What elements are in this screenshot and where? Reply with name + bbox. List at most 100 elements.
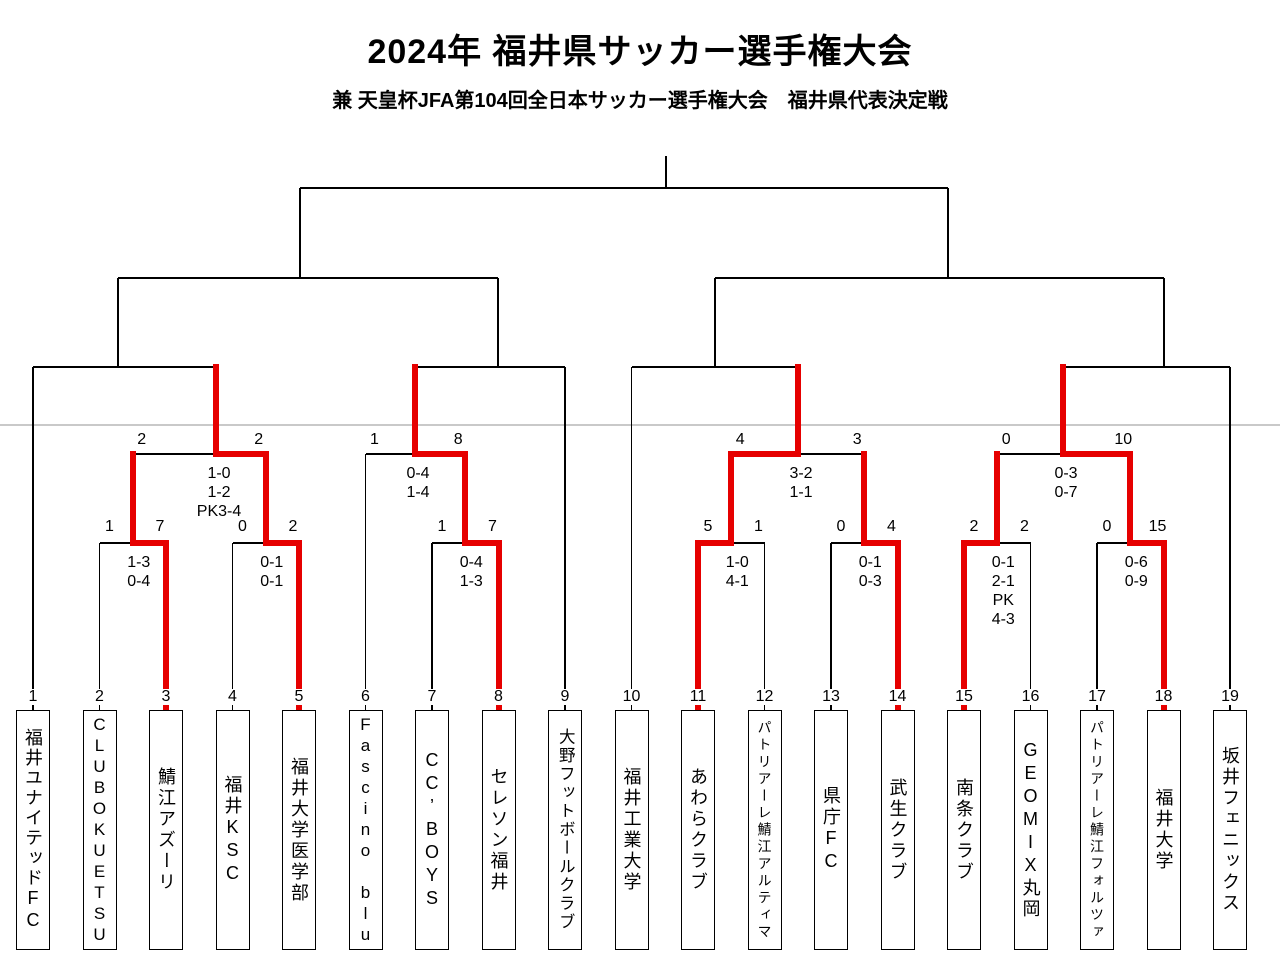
match-score-left: 1 [370, 431, 379, 448]
team-box: 福井大学医学部 [282, 710, 316, 950]
winner-path [1160, 540, 1167, 710]
match-score-right: 3 [852, 431, 862, 448]
team-name: あわらクラブ [688, 767, 708, 893]
team-number: 17 [1085, 689, 1109, 705]
team-name: 坂井フェニックス [1220, 746, 1240, 914]
winner-path [462, 540, 502, 546]
winner-path [213, 451, 269, 457]
team-box: 福井ユナイテッドFC [16, 710, 50, 950]
team-number: 1 [25, 689, 41, 705]
team-number: 14 [885, 689, 910, 705]
team-name: 福井KSC [222, 774, 243, 886]
match-score-right: 2 [254, 431, 264, 448]
winner-path [462, 451, 469, 543]
winner-path [412, 451, 469, 457]
team-name: 福井工業大学 [621, 767, 642, 893]
match-score-right: 15 [1148, 518, 1167, 535]
team-connector-line [1096, 543, 1098, 710]
winner-path [695, 540, 735, 546]
match-line [497, 278, 499, 367]
winner-path [1127, 540, 1167, 546]
match-line [715, 277, 1164, 279]
match-score-left: 2 [137, 431, 147, 448]
winner-path [163, 540, 169, 710]
team-name: CC’BOYS [422, 749, 442, 911]
match-score-right: 2 [288, 518, 298, 535]
team-box: セレソン福井 [481, 710, 516, 950]
team-number: 8 [491, 689, 506, 705]
match-results: 1-3 0-4 [127, 554, 151, 590]
winner-path [961, 540, 1001, 546]
winner-path [129, 451, 136, 543]
match-line [415, 366, 565, 368]
winner-path [728, 451, 801, 457]
team-name: 南条クラブ [954, 777, 974, 883]
match-line [33, 366, 216, 368]
winner-path [795, 364, 801, 454]
match-line [947, 188, 949, 278]
winner-path [213, 364, 219, 454]
team-connector-line [431, 543, 433, 710]
team-name: 鯖江アズーリ [156, 767, 176, 893]
team-box: 大野フットボールクラブ [548, 710, 582, 950]
team-box: CC’BOYS [415, 710, 449, 950]
winner-path [994, 451, 1001, 543]
team-number: 12 [752, 689, 777, 705]
team-number: 4 [225, 689, 240, 705]
match-score-left: 0 [1102, 518, 1112, 535]
team-box: 福井工業大学 [614, 710, 649, 950]
team-box: CLUBOKUETSU [82, 710, 117, 950]
winner-path [262, 451, 269, 543]
match-line [299, 188, 301, 278]
page-subtitle: 兼 天皇杯JFA第104回全日本サッカー選手権大会 福井県代表決定戦 [332, 90, 948, 112]
team-box: Fascino blu [348, 710, 383, 950]
match-score-right: 8 [453, 431, 463, 448]
team-connector-line [1229, 367, 1231, 710]
team-name: 福井大学医学部 [289, 756, 309, 904]
team-connector-line [32, 367, 34, 710]
team-number: 5 [291, 689, 307, 705]
team-connector-line [364, 454, 367, 710]
match-score-left: 0 [1001, 431, 1011, 448]
team-connector-line [564, 367, 566, 710]
match-line [132, 453, 266, 455]
team-number: 6 [358, 689, 373, 705]
match-score-right: 1 [754, 518, 763, 535]
match-score-right: 7 [488, 518, 497, 535]
team-name: CLUBOKUETSU [90, 714, 109, 946]
winner-path [1060, 364, 1066, 454]
match-results: 0-1 0-1 [260, 554, 284, 590]
team-name: Fascino blu [356, 714, 375, 946]
team-number: 2 [92, 689, 107, 705]
match-score-left: 1 [437, 518, 447, 535]
team-number: 9 [557, 689, 573, 705]
team-name: GEOMIX丸岡 [1020, 740, 1041, 920]
match-line [1163, 278, 1165, 367]
team-box: 鯖江アズーリ [149, 710, 183, 950]
match-score-left: 2 [969, 518, 979, 535]
match-score-left: 0 [238, 518, 247, 535]
team-number: 10 [619, 689, 644, 705]
match-line [117, 278, 119, 367]
match-results: 1-0 1-2 PK3-4 [196, 465, 242, 520]
team-box: 坂井フェニックス [1213, 710, 1247, 950]
team-name: セレソン福井 [488, 767, 509, 893]
match-results: 0-3 0-7 [1054, 465, 1078, 501]
winner-path [961, 540, 967, 710]
team-box: 武生クラブ [880, 710, 915, 950]
match-line [1063, 366, 1230, 368]
team-connector-line [630, 367, 633, 710]
match-results: 1-0 4-1 [725, 554, 749, 590]
team-number: 19 [1218, 689, 1242, 705]
match-score-right: 7 [155, 518, 165, 535]
match-results: 3-2 1-1 [789, 465, 813, 501]
match-score-right: 2 [1020, 518, 1029, 535]
team-connector-line [231, 543, 234, 710]
match-results: 0-4 1-3 [459, 554, 483, 590]
team-box: 福井KSC [215, 710, 250, 950]
team-name: 武生クラブ [887, 777, 908, 883]
match-score-right: 4 [887, 518, 896, 535]
round-divider-line [0, 424, 1280, 426]
winner-path [262, 540, 302, 546]
team-name: 福井大学 [1153, 788, 1174, 872]
